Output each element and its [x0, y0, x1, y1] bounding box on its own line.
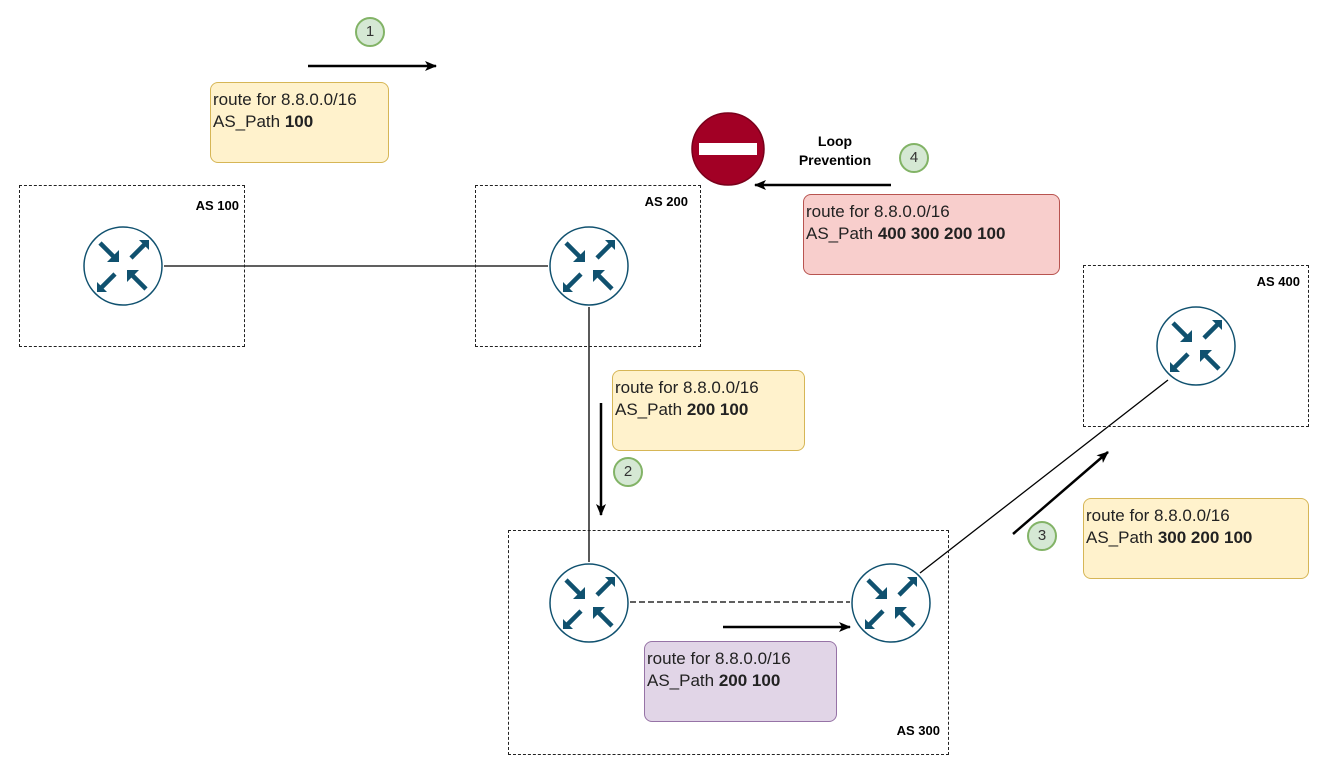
- route-prefix-text: route for 8.8.0.0/16: [213, 90, 357, 109]
- as-path-value: 200 100: [686, 400, 749, 419]
- route-prefix-text: route for 8.8.0.0/16: [806, 202, 950, 221]
- step-2-badge: 2: [613, 457, 643, 487]
- router-as100: [82, 225, 164, 307]
- as-path-value: 300 200 100: [1157, 528, 1253, 547]
- as-400-label: AS 400: [1256, 274, 1300, 289]
- as-100-label: AS 100: [195, 198, 239, 213]
- route-prefix-text: route for 8.8.0.0/16: [1086, 506, 1230, 525]
- as-path-value: 100: [284, 112, 314, 131]
- router-as300-right: [850, 562, 932, 644]
- route-note-as200: route for 8.8.0.0/16 AS_Path 200 100: [612, 370, 805, 451]
- router-icon: [549, 226, 629, 306]
- route-note-as400: route for 8.8.0.0/16 AS_Path 400 300 200…: [803, 194, 1060, 275]
- route-note-as100: route for 8.8.0.0/16 AS_Path 100: [210, 82, 389, 163]
- as-path-text: AS_Path 300 200 100: [1086, 528, 1253, 547]
- route-note-as300: route for 8.8.0.0/16 AS_Path 300 200 100: [1083, 498, 1309, 579]
- as-300-box: AS 300: [508, 530, 949, 755]
- as-path-text: AS_Path 200 100: [615, 400, 749, 419]
- route-note-as300-internal: route for 8.8.0.0/16 AS_Path 200 100: [644, 641, 837, 722]
- as-path-text: AS_Path 100: [213, 112, 314, 131]
- link-as300-as400: [919, 379, 1169, 574]
- router-icon: [549, 563, 629, 643]
- route-prefix-text: route for 8.8.0.0/16: [615, 378, 759, 397]
- loop-label-line2: Prevention: [798, 152, 872, 168]
- step-1-badge: 1: [355, 17, 385, 47]
- router-icon: [83, 226, 163, 306]
- router-icon: [851, 563, 931, 643]
- as-path-text: AS_Path 400 300 200 100: [806, 224, 1006, 243]
- router-as200: [548, 225, 630, 307]
- router-as400: [1155, 305, 1237, 387]
- as-400-box: AS 400: [1083, 265, 1309, 427]
- as-path-value: 200 100: [718, 671, 781, 690]
- as-200-label: AS 200: [644, 194, 688, 209]
- step-4-badge: 4: [899, 143, 929, 173]
- router-as300-left: [548, 562, 630, 644]
- as-path-value: 400 300 200 100: [877, 224, 1006, 243]
- loop-label-line1: Loop: [817, 133, 853, 149]
- step-3-badge: 3: [1027, 521, 1057, 551]
- as-100-box: AS 100: [19, 185, 245, 347]
- as-path-text: AS_Path 200 100: [647, 671, 781, 690]
- route-prefix-text: route for 8.8.0.0/16: [647, 649, 791, 668]
- router-icon: [1156, 306, 1236, 386]
- as-300-label: AS 300: [896, 723, 940, 738]
- no-entry-icon: [691, 112, 765, 186]
- as-200-box: AS 200: [475, 185, 701, 347]
- arrow-step-3: [1012, 451, 1109, 535]
- loop-prevention-label: Loop Prevention: [795, 132, 875, 170]
